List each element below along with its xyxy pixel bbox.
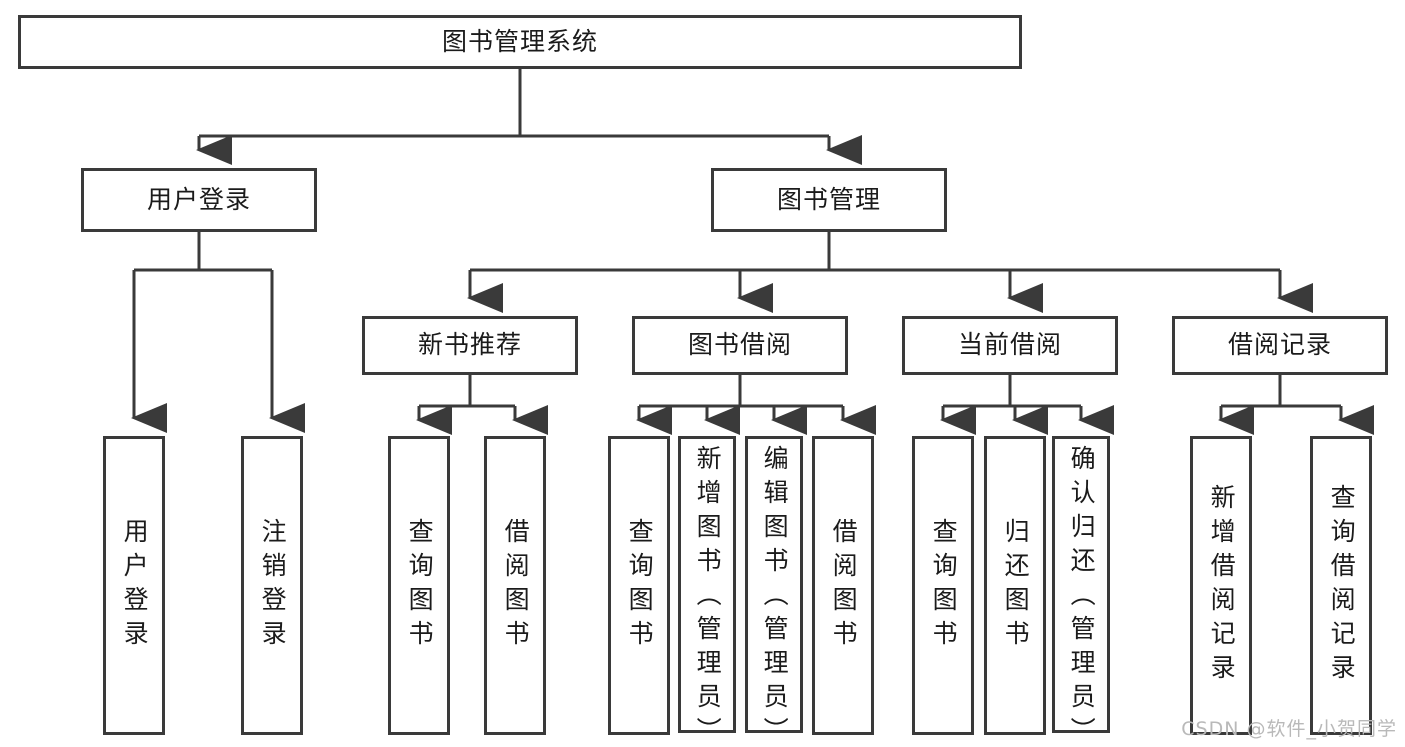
node-leaf-confirm-return-admin-label: 确认归还（管理员） — [1067, 445, 1097, 747]
node-leaf-add-borrow-record[interactable]: 新增借阅记录 — [1190, 436, 1252, 735]
node-leaf-query-borrow-record[interactable]: 查询借阅记录 — [1310, 436, 1372, 735]
node-leaf-add-book-admin-label: 新增图书（管理员） — [693, 445, 723, 747]
node-book-borrow-label: 图书借阅 — [687, 330, 792, 360]
node-leaf-borrow-book-2[interactable]: 借阅图书 — [812, 436, 874, 735]
node-user-login[interactable]: 用户登录 — [81, 168, 317, 232]
node-leaf-borrow-book-2-label: 借阅图书 — [829, 517, 859, 654]
node-borrow-record-label: 借阅记录 — [1227, 330, 1332, 360]
node-new-book-recommend-label: 新书推荐 — [417, 330, 522, 360]
node-leaf-logout-label: 注销登录 — [258, 517, 288, 654]
node-leaf-query-book-3[interactable]: 查询图书 — [912, 436, 974, 735]
node-new-book-recommend[interactable]: 新书推荐 — [362, 316, 578, 375]
node-leaf-borrow-book-1-label: 借阅图书 — [501, 517, 531, 654]
node-leaf-query-book-1-label: 查询图书 — [405, 517, 435, 654]
node-leaf-logout[interactable]: 注销登录 — [241, 436, 303, 735]
node-root-label: 图书管理系统 — [441, 26, 598, 56]
node-leaf-add-borrow-record-label: 新增借阅记录 — [1207, 483, 1237, 688]
node-leaf-query-book-1[interactable]: 查询图书 — [388, 436, 450, 735]
node-leaf-query-borrow-record-label: 查询借阅记录 — [1327, 483, 1357, 688]
node-leaf-return-book-label: 归还图书 — [1001, 517, 1031, 654]
node-current-borrow-label: 当前借阅 — [957, 330, 1062, 360]
node-leaf-query-book-3-label: 查询图书 — [929, 517, 959, 654]
node-root[interactable]: 图书管理系统 — [18, 15, 1022, 69]
node-leaf-user-login-label: 用户登录 — [120, 517, 150, 654]
node-leaf-query-book-2-label: 查询图书 — [625, 517, 655, 654]
node-user-login-label: 用户登录 — [146, 184, 251, 214]
node-book-manage-label: 图书管理 — [776, 184, 881, 214]
node-leaf-add-book-admin[interactable]: 新增图书（管理员） — [678, 436, 736, 747]
node-leaf-borrow-book-1[interactable]: 借阅图书 — [484, 436, 546, 735]
node-current-borrow[interactable]: 当前借阅 — [902, 316, 1118, 375]
node-leaf-confirm-return-admin[interactable]: 确认归还（管理员） — [1052, 436, 1110, 747]
node-leaf-return-book[interactable]: 归还图书 — [984, 436, 1046, 735]
node-book-borrow[interactable]: 图书借阅 — [632, 316, 848, 375]
node-leaf-query-book-2[interactable]: 查询图书 — [608, 436, 670, 735]
node-leaf-user-login[interactable]: 用户登录 — [103, 436, 165, 735]
node-book-manage[interactable]: 图书管理 — [711, 168, 947, 232]
node-leaf-edit-book-admin[interactable]: 编辑图书（管理员） — [745, 436, 803, 747]
node-leaf-edit-book-admin-label: 编辑图书（管理员） — [760, 445, 790, 747]
watermark: CSDN @软件_小贺同学 — [1181, 718, 1397, 740]
node-borrow-record[interactable]: 借阅记录 — [1172, 316, 1388, 375]
